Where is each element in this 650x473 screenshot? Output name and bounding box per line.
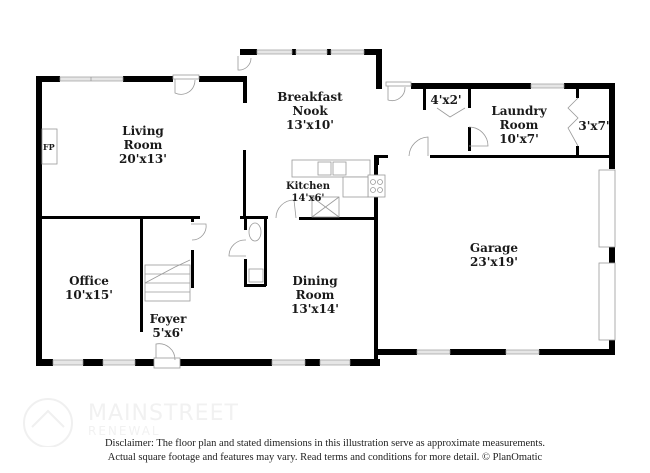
room-dimensions: 13'x10' xyxy=(286,118,334,132)
room-label-dining-room: Dining Room 13'x14' xyxy=(291,274,339,316)
room-name-line1: Breakfast xyxy=(277,90,343,104)
watermark-brand-line2: RENEWAL xyxy=(88,424,161,438)
room-dimensions: 10'x7' xyxy=(499,132,539,146)
room-name-line1: Dining xyxy=(292,274,338,288)
room-label-kitchen: Kitchen 14'x6' xyxy=(286,181,330,205)
mainstreet-logo-icon xyxy=(23,398,73,447)
closet-label-3x7: 3'x7' xyxy=(578,119,609,133)
room-label-laundry-room: Laundry Room 10'x7' xyxy=(491,104,546,146)
disclaimer-line1: Disclaimer: The floor plan and stated di… xyxy=(104,438,546,449)
closet-dimensions: 4'x2' xyxy=(430,93,462,107)
room-label-office: Office 10'x15' xyxy=(65,274,113,302)
disclaimer: Disclaimer: The floor plan and stated di… xyxy=(0,437,650,465)
interior-walls xyxy=(42,76,615,332)
room-dimensions: 10'x15' xyxy=(65,288,113,302)
windows xyxy=(52,49,616,366)
room-dimensions: 20'x13' xyxy=(119,152,167,166)
room-name-line2: Room xyxy=(499,118,539,132)
room-label-living-room: Living Room 20'x13' xyxy=(119,124,167,166)
room-name-line1: Garage xyxy=(469,241,519,255)
fireplace-label: FP xyxy=(43,142,55,152)
room-name-line2: Room xyxy=(123,138,163,152)
disclaimer-line2: Actual square footage and features may v… xyxy=(107,452,543,463)
room-dimensions: 14'x6' xyxy=(291,193,325,204)
room-dimensions: 23'x19' xyxy=(470,255,518,269)
watermark-brand-line1: MAINSTREET xyxy=(88,401,239,426)
room-name-line1: Laundry xyxy=(491,104,547,118)
fixtures xyxy=(41,128,386,302)
room-name-line1: Office xyxy=(69,274,109,288)
room-name-line1: Kitchen xyxy=(285,181,331,192)
room-name-line1: Foyer xyxy=(149,312,187,326)
room-name-line2: Room xyxy=(295,288,335,302)
room-name-line1: Living xyxy=(122,124,164,138)
room-label-garage: Garage 23'x19' xyxy=(470,241,518,269)
room-dimensions: 13'x14' xyxy=(291,302,339,316)
room-label-breakfast-nook: Breakfast Nook 13'x10' xyxy=(277,90,342,132)
closet-dimensions: 3'x7' xyxy=(578,119,610,133)
closet-label-4x2: 4'x2' xyxy=(430,93,461,107)
room-dimensions: 5'x6' xyxy=(152,326,184,340)
doors xyxy=(153,56,579,369)
exterior-walls xyxy=(36,49,615,366)
room-name-line2: Nook xyxy=(292,104,328,118)
room-label-foyer: Foyer 5'x6' xyxy=(150,312,187,340)
